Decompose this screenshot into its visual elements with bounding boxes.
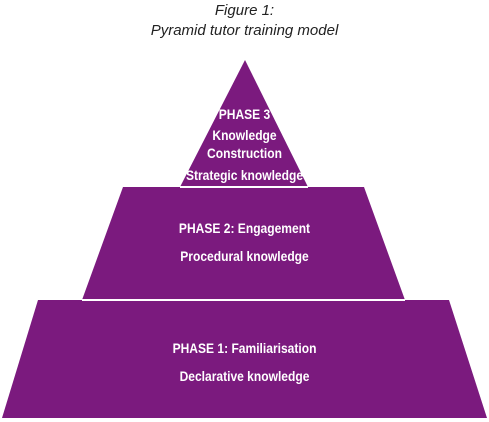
pyramid-tier-phase3 [180,60,308,187]
phase1-name: Familiarisation [231,340,317,356]
phase2-name: Engagement [237,220,311,236]
phase3-name-line2: Construction [207,145,282,161]
pyramid-tier-phase2 [82,187,405,300]
phase3-knowledge-type: Strategic knowledge [185,167,304,183]
figure-number: Figure 1: [214,2,275,19]
phase1-knowledge-type: Declarative knowledge [179,368,310,384]
phase1-label: PHASE 1: [172,340,229,356]
phase2-knowledge-type: Procedural knowledge [180,248,309,264]
phase3-label: PHASE 3 [218,106,271,122]
phase2-heading: PHASE 2: Engagement [34,219,455,237]
pyramid-tier-phase1 [2,300,487,418]
phase3-name-line1: Knowledge [212,127,277,143]
figure-title: Pyramid tutor training model [150,22,339,39]
phase1-heading: PHASE 1: Familiarisation [34,339,455,357]
phase2-label: PHASE 2: [178,220,235,236]
